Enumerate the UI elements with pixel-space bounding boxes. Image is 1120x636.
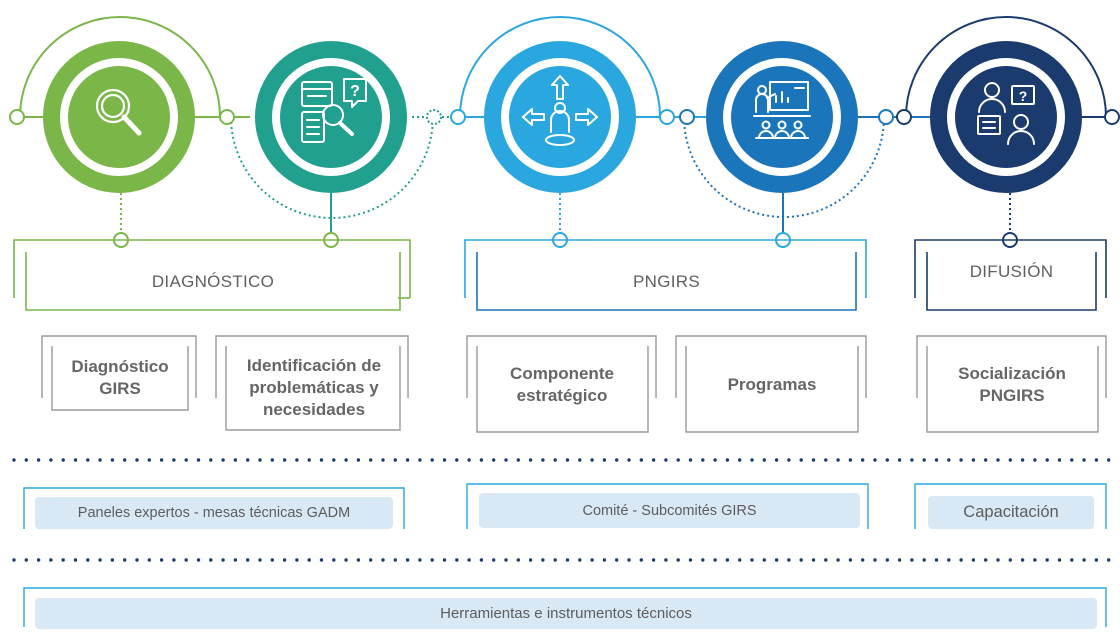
magnifier-icon [95,88,142,136]
process-circle-3 [484,41,636,193]
stage-title-pngirs: PNGIRS [633,272,700,291]
participation-frames [23,483,1107,627]
step-componente-estrategico: Componente estratégico [510,364,614,405]
process-circle-5 [930,41,1082,193]
drop-lines [120,193,1011,232]
step-socializacion: Socialización PNGIRS [958,364,1066,405]
step-diagnostico-girs: Diagnóstico GIRS [71,357,169,398]
person-directions-icon [522,75,598,146]
process-circle-1 [43,41,195,193]
svg-text:?: ? [350,83,360,100]
stage-title-difusion: DIFUSIÓN [969,262,1054,281]
document-search-question-icon: ? [301,78,367,143]
step-identificacion: Identificación de problemáticas y necesi… [246,356,382,419]
step-programas: Programas [727,375,817,394]
process-circle-2 [255,41,407,193]
presentation-audience-icon [753,81,811,139]
step-frames [41,335,1107,433]
pill-capacitacion: Capacitación [928,496,1094,529]
svg-text:?: ? [1019,88,1028,104]
connector-nodes [9,109,1120,125]
pill-herramientas: Herramientas e instrumentos técnicos [35,598,1097,629]
pill-paneles-expertos: Paneles expertos - mesas técnicas GADM [35,497,393,529]
pill-comite-subcomites: Comité - Subcomités GIRS [479,493,860,528]
stage-title-diagnostico: DIAGNÓSTICO [151,272,275,291]
stage-frames [13,239,1107,311]
people-dialogue-icon: ? [977,82,1035,145]
